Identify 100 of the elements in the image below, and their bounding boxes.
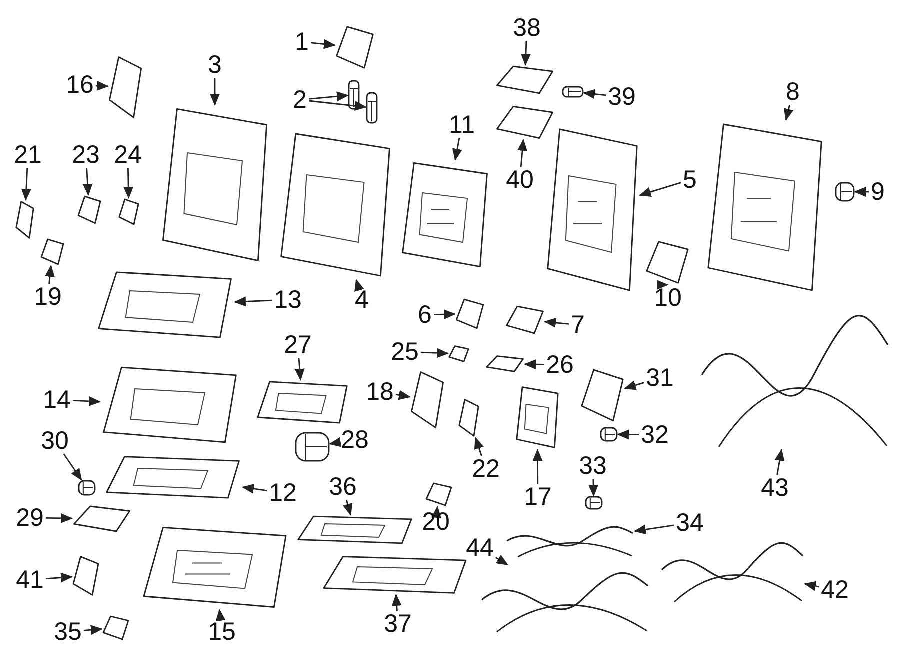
leader-line [82,168,93,196]
cover-drawing [495,105,555,140]
bracket-drawing [485,355,525,373]
board-drawing [400,160,490,270]
callout-number: 43 [761,475,789,501]
side-cover-drawing [515,385,560,450]
callout-number: 13 [274,287,302,313]
callout-number: 18 [366,379,394,405]
cap-drawing [600,427,618,442]
leader-line [294,358,305,381]
callout-number: 8 [786,79,800,105]
bracket-drawing [40,238,65,266]
callout-number: 31 [646,365,674,391]
trim-panel-drawing [295,515,415,545]
cushion-drawing [95,270,235,340]
cover-drawing [72,555,100,597]
leader-line [624,380,644,390]
cover-drawing [118,198,140,226]
handle-drawing [72,505,132,533]
callout-number: 34 [676,510,704,536]
callout-number: 29 [16,505,44,531]
clip-drawing [835,182,855,202]
callout-number: 9 [871,179,885,205]
leader-line [343,500,353,516]
leader-line [452,138,462,161]
cover-drawing [77,195,102,225]
leader-line [804,581,820,592]
leader-line [392,594,402,612]
callout-number: 23 [72,142,100,168]
callout-number: 19 [34,284,62,310]
callout-number: 38 [513,15,541,41]
leader-line [432,506,442,518]
callout-number: 22 [472,456,500,482]
callout-number: 17 [524,484,552,510]
callout-number: 26 [546,352,574,378]
leader-line [532,449,543,484]
bolt-drawing [348,80,360,110]
leader-line [396,390,411,400]
leader-line [124,168,134,199]
leader-line [496,554,509,566]
leader-line [310,39,336,50]
leader-line [354,279,364,292]
callout-number: 15 [208,619,236,645]
leader-line [84,625,103,636]
cover-drawing [102,615,130,641]
leader-line [96,80,109,91]
callout-number: 37 [384,611,412,637]
pocket-drawing [645,240,690,285]
leader-line [308,92,349,102]
leader-line [234,296,272,307]
bracket-drawing [425,482,453,507]
knob-drawing [78,480,96,496]
callout-number: 1 [295,29,309,55]
leader-line [657,280,669,290]
callout-number: 27 [284,332,312,358]
leader-line [242,484,268,494]
callout-number: 2 [293,87,307,113]
mat-drawing [103,455,243,500]
bracket-drawing [455,298,485,330]
callout-number: 36 [329,474,357,500]
leader-line [216,609,226,622]
leader-line [329,437,342,448]
bracket-drawing [448,345,470,363]
clip-drawing [562,86,584,98]
callout-number: 25 [391,339,419,365]
leader-line [634,524,674,535]
callout-number: 7 [571,312,585,338]
callout-number: 28 [341,427,369,453]
clip-drawing [585,496,603,510]
leader-line [544,318,570,328]
side-shield-drawing [410,370,445,430]
leader-line [854,187,869,197]
leader-line [46,572,73,583]
bolt-drawing [366,92,378,124]
leader-line [63,454,82,481]
leader-line [521,40,531,66]
headrest-drawing [335,25,375,70]
callout-number: 5 [683,167,697,193]
leader-line [524,360,544,370]
leader-line [72,396,101,406]
callout-number: 44 [466,535,494,561]
callout-number: 32 [641,422,669,448]
leader-line [474,437,484,456]
callout-number: 41 [16,567,44,593]
leader-line [774,449,785,476]
leader-line [617,430,640,440]
callout-number: 4 [355,287,369,313]
callout-number: 30 [41,428,69,454]
callout-number: 6 [418,302,432,328]
callout-number: 42 [821,577,849,603]
bracket-drawing [458,398,480,438]
callout-number: 40 [506,167,534,193]
leader-line [21,168,32,201]
hinge-drawing [505,305,545,335]
leader-line [639,182,682,197]
callout-number: 21 [14,142,42,168]
leader-line [434,310,456,320]
leader-line [46,513,73,524]
leader-line [583,89,606,100]
leader-line [420,348,449,358]
